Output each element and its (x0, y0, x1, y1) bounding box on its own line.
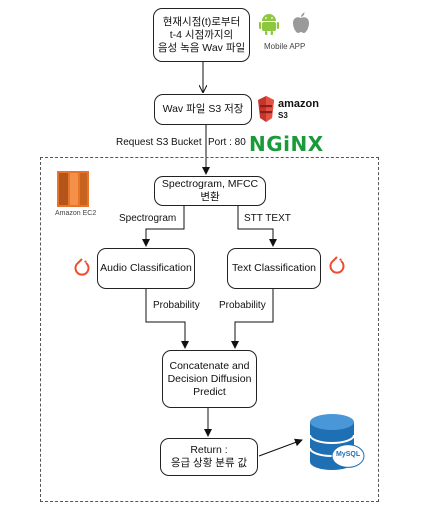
node-audio-label: Audio Classification (100, 262, 192, 274)
nginx-logo: NGiNX (249, 132, 324, 156)
node-return-line1: Return : (190, 444, 228, 456)
android-icon (259, 14, 279, 35)
node-record-line3: 음성 녹음 Wav 파일 (157, 41, 246, 54)
edge-label-stt: STT TEXT (244, 213, 291, 224)
mysql-database-icon (309, 414, 365, 470)
node-concat-predict: Concatenate and Decision Diffusion Predi… (162, 350, 257, 408)
node-s3-store-label: Wav 파일 S3 저장 (162, 103, 244, 115)
node-feature-line2: 변환 (200, 191, 220, 203)
edge-label-port: Port : 80 (208, 137, 246, 148)
node-record-wav: 현재시점(t)로부터 t-4 시점까지의 음성 녹음 Wav 파일 (153, 8, 250, 62)
node-concat-line1: Concatenate and (169, 359, 250, 372)
node-concat-line2: Decision Diffusion (167, 372, 252, 385)
ec2-icon (57, 171, 89, 207)
mobile-app-label: Mobile APP (264, 42, 306, 51)
arrow-return-to-mysql (258, 438, 303, 457)
arrow-text-to-concat (231, 289, 274, 349)
node-text-classification: Text Classification (227, 248, 321, 289)
edge-label-spectrogram: Spectrogram (119, 213, 177, 224)
amazon-wordmark: amazon (278, 98, 319, 110)
node-feature-line1: Spectrogram, MFCC (161, 178, 259, 190)
node-return-line2: 응급 상황 분류 값 (170, 457, 248, 469)
s3-bucket-icon (258, 96, 274, 122)
node-record-line2: t-4 시점까지의 (169, 28, 234, 41)
s3-wordmark: S3 (278, 111, 288, 120)
pytorch-icon-left (74, 258, 90, 276)
edge-label-prob-left: Probability (153, 300, 200, 311)
ec2-boundary (40, 157, 379, 502)
arrow-feature-to-text (237, 206, 277, 247)
node-audio-classification: Audio Classification (97, 248, 195, 289)
apple-icon (293, 12, 309, 33)
node-feature-extract: Spectrogram, MFCC 변환 (154, 176, 266, 206)
ec2-label: Amazon EC2 (55, 210, 97, 217)
edge-label-prob-right: Probability (219, 300, 266, 311)
node-concat-line3: Predict (193, 385, 226, 398)
arrow-audio-to-concat (145, 289, 189, 349)
arrow-feature-to-audio (142, 206, 185, 247)
node-s3-store: Wav 파일 S3 저장 (154, 94, 252, 125)
amazon-s3-wordmark: amazon S3 (278, 99, 319, 121)
node-record-line1: 현재시점(t)로부터 (162, 15, 241, 28)
edge-label-request: Request S3 Bucket (116, 137, 202, 148)
pytorch-icon-right (329, 256, 345, 274)
mysql-label: MySQL (336, 451, 361, 458)
node-return: Return : 응급 상황 분류 값 (160, 438, 258, 476)
node-text-label: Text Classification (231, 262, 317, 274)
